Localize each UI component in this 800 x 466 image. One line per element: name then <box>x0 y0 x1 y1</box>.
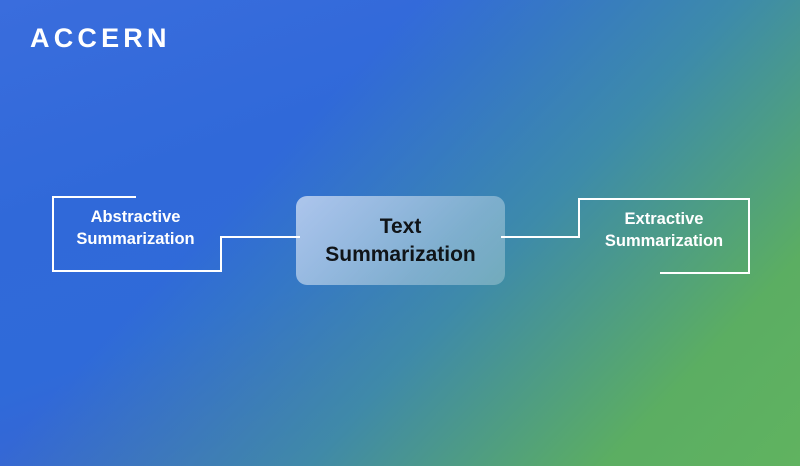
left-connector-riser <box>220 236 222 272</box>
center-node-label: Text Summarization <box>325 215 476 266</box>
right-frame-bottom-line <box>660 272 750 274</box>
right-connector-line <box>501 236 580 238</box>
branch-label-extractive: Extractive Summarization <box>604 210 724 250</box>
left-frame-left-line <box>52 196 54 272</box>
right-frame-top-line <box>578 198 750 200</box>
left-frame-bottom-line <box>52 270 222 272</box>
center-node-text-summarization: Text Summarization <box>296 196 505 285</box>
branch-label-abstractive: Abstractive Summarization <box>76 208 195 248</box>
left-frame-top-line <box>52 196 136 198</box>
left-connector-line <box>220 236 300 238</box>
right-connector-riser <box>578 198 580 238</box>
accern-logo: ACCERN <box>30 23 171 53</box>
right-frame-right-line <box>748 198 750 274</box>
